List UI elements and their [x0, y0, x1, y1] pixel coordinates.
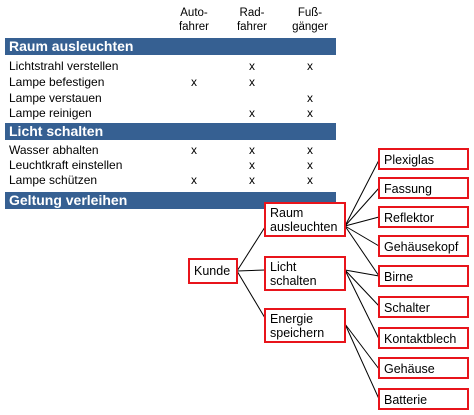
tree-leaf-gehaeuse: Gehäuse [378, 357, 469, 379]
mark-radfahrer: x [249, 158, 255, 172]
tree-root-kunde: Kunde [188, 258, 238, 284]
tree-branch-energie-speichern: Energie speichern [264, 308, 346, 343]
row-label: Lampe schützen [9, 173, 98, 187]
tree-leaf-reflektor: Reflektor [378, 206, 469, 228]
tree-leaf-fassung: Fassung [378, 177, 469, 199]
row-label: Lichtstrahl verstellen [9, 59, 119, 73]
row-label: Lampe verstauen [9, 91, 102, 105]
table-row: Lampe reinigen x x [9, 105, 339, 121]
column-header-radfahrer: Rad- fahrer [236, 7, 268, 33]
section-header-geltung-verleihen: Geltung verleihen [5, 192, 336, 209]
row-label: Lampe reinigen [9, 106, 92, 120]
mark-radfahrer: x [249, 59, 255, 73]
tree-leaf-schalter: Schalter [378, 296, 469, 318]
table-row: Wasser abhalten x x x [9, 142, 339, 158]
mark-radfahrer: x [249, 173, 255, 187]
row-label: Wasser abhalten [9, 143, 99, 157]
section-header-raum-ausleuchten: Raum ausleuchten [5, 38, 336, 55]
tree-branch-licht-schalten: Licht schalten [264, 256, 346, 291]
mark-fussgaenger: x [307, 106, 313, 120]
tree-leaf-plexiglas: Plexiglas [378, 148, 469, 170]
tree-leaf-gehaeusekopf: Gehäusekopf [378, 235, 469, 257]
tree-leaf-batterie: Batterie [378, 388, 469, 410]
mark-fussgaenger: x [307, 59, 313, 73]
mark-radfahrer: x [249, 106, 255, 120]
mark-autofahrer: x [191, 143, 197, 157]
tree-leaf-kontaktblech: Kontaktblech [378, 327, 469, 349]
table-row: Lampe befestigen x x [9, 74, 339, 90]
mark-radfahrer: x [249, 75, 255, 89]
row-label: Lampe befestigen [9, 75, 105, 89]
tree-leaf-birne: Birne [378, 265, 469, 287]
column-header-fussgaenger: Fuß- gänger [292, 7, 328, 33]
table-row: Lampe verstauen x [9, 90, 339, 106]
mark-fussgaenger: x [307, 173, 313, 187]
tree-branch-raum-ausleuchten: Raum ausleuchten [264, 202, 346, 237]
mark-fussgaenger: x [307, 158, 313, 172]
column-header-autofahrer: Auto- fahrer [178, 7, 210, 33]
table-row: Lampe schützen x x x [9, 172, 339, 188]
mark-fussgaenger: x [307, 143, 313, 157]
section-header-licht-schalten: Licht schalten [5, 123, 336, 140]
mark-radfahrer: x [249, 143, 255, 157]
table-row: Leuchtkraft einstellen x x [9, 157, 339, 173]
mark-autofahrer: x [191, 75, 197, 89]
table-row: Lichtstrahl verstellen x x [9, 58, 339, 74]
mark-autofahrer: x [191, 173, 197, 187]
mark-fussgaenger: x [307, 91, 313, 105]
row-label: Leuchtkraft einstellen [9, 158, 123, 172]
